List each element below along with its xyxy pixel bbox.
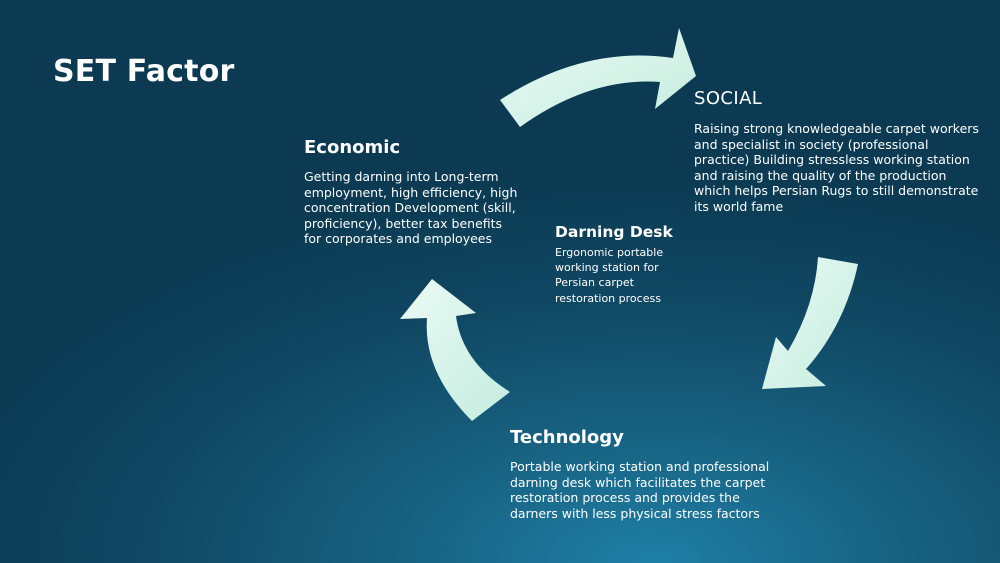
- slide-title: SET Factor: [53, 54, 235, 89]
- technology-heading: Technology: [510, 427, 624, 448]
- economic-heading: Economic: [304, 137, 401, 158]
- social-text: Raising strong knowledgeable carpet work…: [694, 121, 979, 214]
- economic-text: Getting darning into Long-term employmen…: [304, 169, 518, 247]
- center-heading: Darning Desk: [555, 223, 673, 241]
- social-heading: SOCIAL: [694, 88, 763, 109]
- cycle-arrow-top: [500, 28, 696, 127]
- cycle-arrow-right: [762, 257, 858, 389]
- center-text: Ergonomic portable working station for P…: [555, 246, 664, 305]
- technology-text: Portable working station and professiona…: [510, 459, 770, 521]
- cycle-arrow-left: [400, 279, 510, 421]
